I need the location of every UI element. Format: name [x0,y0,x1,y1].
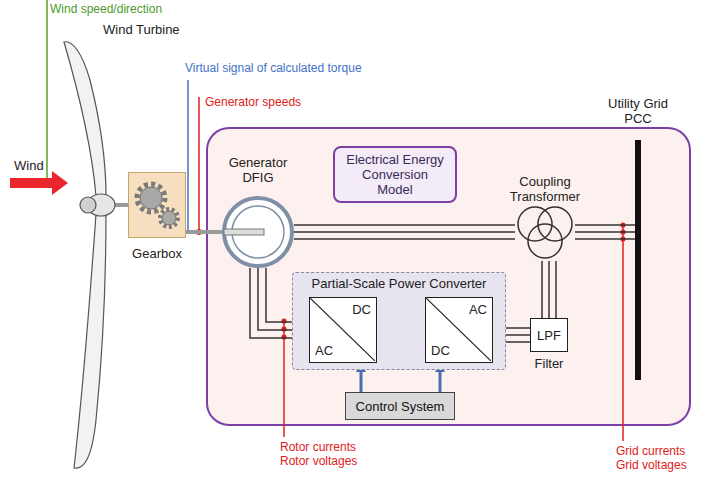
grid-wires-line [575,238,635,240]
gearbox-housing [128,172,186,238]
torque-signal-line [187,80,189,232]
generator-symbol [222,196,294,268]
transformer-symbol [515,203,575,261]
generator-label: Generator DFIG [220,155,296,185]
gear-teeth [137,184,165,212]
grid-measure-line [622,225,624,441]
converter-side-label: DC [352,302,371,317]
part-label: Wind Turbine [103,22,180,38]
grid-wires [575,225,635,239]
measure-dot [281,318,286,323]
filter-caption: Filter [515,356,583,371]
converter-side-label: AC [315,343,333,358]
wind-arrow [10,171,68,195]
drive-shaft [186,232,222,233]
turbine-hub [80,197,96,213]
model-box: Electrical Energy Conversion Model [333,146,457,203]
turbine-blade [74,214,106,468]
measure-dot [281,334,286,339]
converter-box: AC DC [309,297,377,363]
filter: LPFFilter [525,318,573,374]
grid-wires-line [575,224,635,226]
converter-group: Partial-Scale Power ConverterAC DC DC AC [292,272,506,370]
gear-body [140,187,162,209]
converter-side-label: DC [431,343,450,358]
filter-wires-line [541,261,543,318]
converter-side-label: AC [469,302,487,317]
control-box: Control System [345,392,455,420]
drive-shaft-line [186,230,222,234]
filter-wires-line [555,261,557,318]
signal-label: Virtual signal of calculated torque [185,61,362,75]
grid-bus: Utility Grid PCC [596,96,680,380]
signal-label: Grid currents Grid voltages [616,444,700,472]
filter-wires-line [548,261,550,318]
diagonal-line [310,298,375,361]
box-label: Electrical Energy Conversion Model [343,152,447,197]
signal-label: Wind speed/direction [50,2,162,16]
turbine-blade [64,42,106,196]
filter-wires [542,261,556,318]
grid-label: Utility Grid PCC [596,96,680,126]
converter-box: DC AC [425,297,493,363]
filter-box: LPF [530,318,568,352]
transformer-label: Coupling Transformer [503,174,587,204]
wind-signal-line [46,0,48,178]
grid-wires-line [575,231,635,233]
bus-bar [635,140,641,380]
generator: Generator DFIG [220,155,296,268]
signal-label: Generator speeds [205,95,301,109]
model-region [207,128,690,425]
group-title: Partial-Scale Power Converter [293,273,505,291]
stator-wires-line [294,238,515,240]
gearbox: Gearbox [124,172,190,268]
diagonal-line [426,298,491,361]
gear-icon [129,173,185,236]
speed-signal-line [198,97,200,232]
filter-label: LPF [537,328,561,343]
rotor-shaft [224,229,264,235]
stator-ring [224,198,292,266]
measure-dot [281,326,286,331]
stator-wires-line [294,231,515,233]
gear-teeth [160,209,178,227]
winding [528,224,562,258]
box-label: Control System [356,399,445,414]
stator-wires-line [294,224,515,226]
gear-body [162,211,176,225]
gearbox-label: Gearbox [124,246,190,261]
signal-label: Rotor currents Rotor voltages [280,440,370,468]
part-label: Wind [14,158,44,174]
transformer: Coupling Transformer [503,174,587,261]
stator-wires [294,225,515,239]
